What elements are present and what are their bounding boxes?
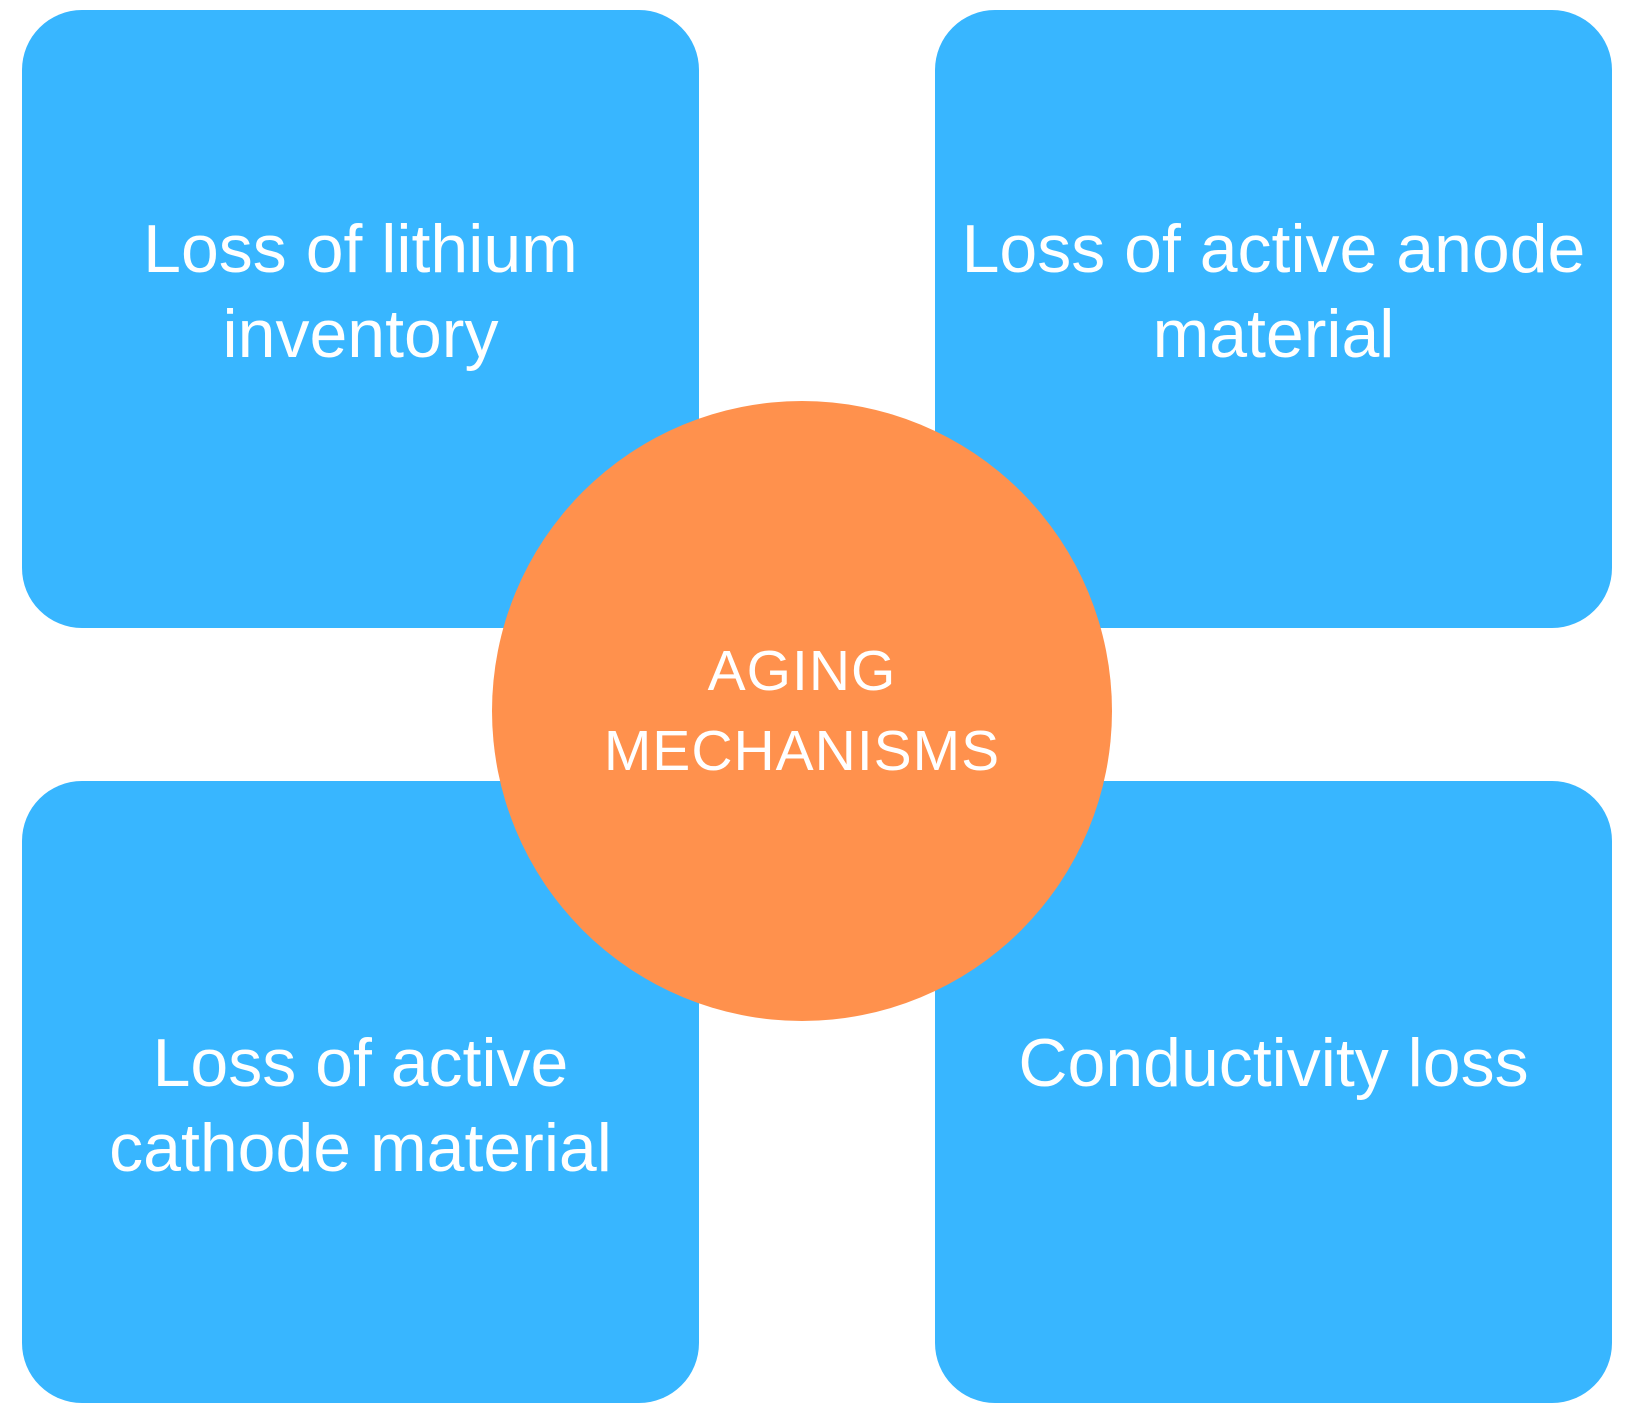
center-label-line: AGING bbox=[707, 639, 897, 703]
center-label-line: MECHANISMS bbox=[603, 719, 1001, 783]
quadrant-label-line: material bbox=[1152, 296, 1395, 372]
quadrant-label-line: inventory bbox=[222, 296, 499, 372]
quadrant-label-line: Loss of lithium bbox=[143, 211, 578, 287]
quadrant-label-line: Conductivity loss bbox=[1018, 1025, 1529, 1101]
quadrant-label-line: cathode material bbox=[109, 1110, 612, 1186]
quadrant-label-line: Loss of active bbox=[152, 1025, 569, 1101]
quadrant-label-line: Loss of active anode bbox=[961, 211, 1586, 287]
quadrant-loss-of-lithium-inventory: Loss of lithium inventory bbox=[22, 10, 699, 628]
center-circle-aging-mechanisms: AGING MECHANISMS bbox=[492, 401, 1112, 1021]
